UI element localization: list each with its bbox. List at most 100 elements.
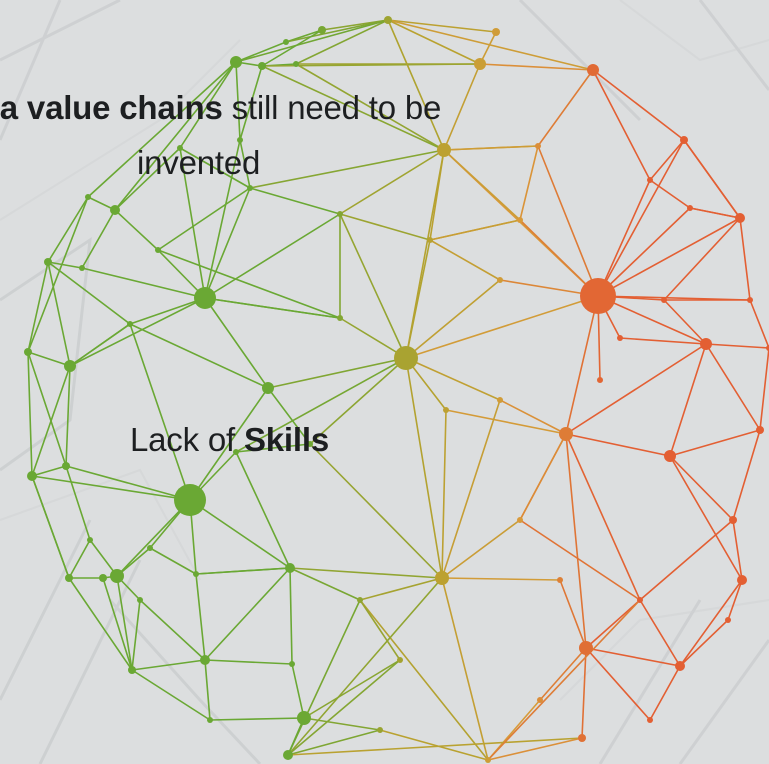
network-edge <box>339 317 407 359</box>
network-node <box>492 28 500 36</box>
network-edge <box>379 729 489 761</box>
network-edge <box>81 209 116 269</box>
network-edge <box>267 387 311 445</box>
network-node <box>680 136 688 144</box>
network-edge <box>405 357 443 579</box>
network-edge <box>204 213 341 299</box>
network-node <box>147 545 153 551</box>
network-node <box>177 145 183 151</box>
network-edge <box>267 357 407 389</box>
network-edge <box>261 29 323 67</box>
network-edge <box>519 519 641 601</box>
network-node <box>283 39 289 45</box>
network-edge <box>235 443 311 453</box>
network-edge <box>749 299 769 349</box>
network-edge <box>585 647 651 721</box>
network-edge <box>291 663 305 719</box>
network-node <box>578 734 586 742</box>
network-edge <box>309 443 443 579</box>
network-edge <box>679 619 729 667</box>
network-edge <box>669 455 743 581</box>
network-edges <box>27 19 769 761</box>
network-edge <box>249 149 445 189</box>
network-edge <box>204 297 269 389</box>
network-edge <box>479 63 594 71</box>
network-edge <box>249 187 341 215</box>
network-edge <box>663 299 707 345</box>
network-node <box>579 641 593 655</box>
network-edge <box>157 249 206 299</box>
network-edge <box>441 577 561 581</box>
network-node <box>357 597 363 603</box>
network-node <box>580 278 616 314</box>
network-edge <box>339 149 445 215</box>
network-node <box>394 346 418 370</box>
network-edge <box>157 187 251 251</box>
network-edge <box>359 599 489 761</box>
network-edge <box>27 261 49 353</box>
network-edge <box>289 567 443 579</box>
network-node <box>297 711 311 725</box>
network-edge <box>499 399 567 435</box>
network-edge <box>235 61 241 141</box>
network-edge <box>649 179 691 209</box>
network-edge <box>47 261 83 269</box>
network-edge <box>287 729 381 756</box>
network-edge <box>387 19 445 151</box>
caption-lack-of: Lack of <box>130 421 244 458</box>
network-edge <box>429 219 521 241</box>
network-node <box>318 26 326 34</box>
network-edge <box>239 65 263 141</box>
network-edge <box>47 261 71 367</box>
network-edge <box>759 347 769 431</box>
network-node <box>675 661 685 671</box>
network-edge <box>116 499 191 577</box>
network-edge <box>204 567 291 661</box>
network-node <box>193 571 199 577</box>
network-edge <box>405 295 599 359</box>
network-edge <box>441 519 521 579</box>
network-node <box>85 194 91 200</box>
network-edge <box>102 577 133 671</box>
network-node <box>687 205 693 211</box>
network-node <box>384 16 392 24</box>
network-edge <box>65 465 91 541</box>
network-node <box>110 569 124 583</box>
network-edge <box>235 451 291 569</box>
network-edge <box>443 63 481 151</box>
network-edge <box>597 179 651 297</box>
network-edge <box>235 41 287 63</box>
network-node <box>285 563 295 573</box>
network-edge <box>597 139 685 297</box>
network-node <box>62 462 70 470</box>
network-edge <box>81 267 206 299</box>
network-node <box>337 211 343 217</box>
network-edge <box>65 465 191 501</box>
network-edge <box>649 139 685 181</box>
network-edge <box>387 19 594 71</box>
network-edge <box>405 279 501 359</box>
network-edge <box>309 357 407 445</box>
caption-lack-of-skills: Lack of Skills <box>130 420 329 460</box>
network-node <box>537 697 543 703</box>
network-edge <box>429 239 501 281</box>
network-node <box>293 61 299 67</box>
network-edge <box>179 61 237 149</box>
network-edge <box>487 737 583 761</box>
network-edge <box>597 207 691 297</box>
network-edge <box>689 207 741 219</box>
network-edge <box>405 149 445 359</box>
network-edge <box>441 399 501 579</box>
network-node <box>258 62 266 70</box>
network-edge <box>68 577 133 671</box>
network-edge <box>585 599 641 649</box>
network-edge <box>157 249 341 319</box>
network-edge <box>537 145 599 297</box>
network-nodes <box>24 16 769 763</box>
network-node <box>735 213 745 223</box>
network-edge <box>669 343 707 457</box>
network-node <box>474 58 486 70</box>
network-edge <box>235 357 407 453</box>
network-node <box>24 348 32 356</box>
